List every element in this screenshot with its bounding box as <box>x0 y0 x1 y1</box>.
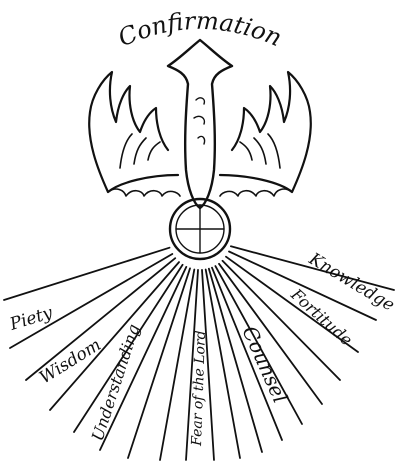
ray-line <box>206 270 240 459</box>
ray-line <box>128 268 190 458</box>
dove-tail-scallops <box>108 189 292 196</box>
gift-label-fear-of-the-lord: Fear of the Lord <box>189 330 209 447</box>
dove-figure <box>89 40 311 259</box>
gift-label-piety: Piety <box>7 303 56 335</box>
dove-left-wing-feathers <box>120 134 160 168</box>
dove-body-markings <box>194 98 205 144</box>
ray-line <box>4 248 170 300</box>
ray-line <box>10 254 172 348</box>
dove-left-wing <box>89 72 178 192</box>
dove-body <box>168 40 232 208</box>
title-text: Confirmation <box>114 7 286 52</box>
dove-right-wing-feathers <box>240 134 280 168</box>
dove-right-wing <box>220 72 311 192</box>
